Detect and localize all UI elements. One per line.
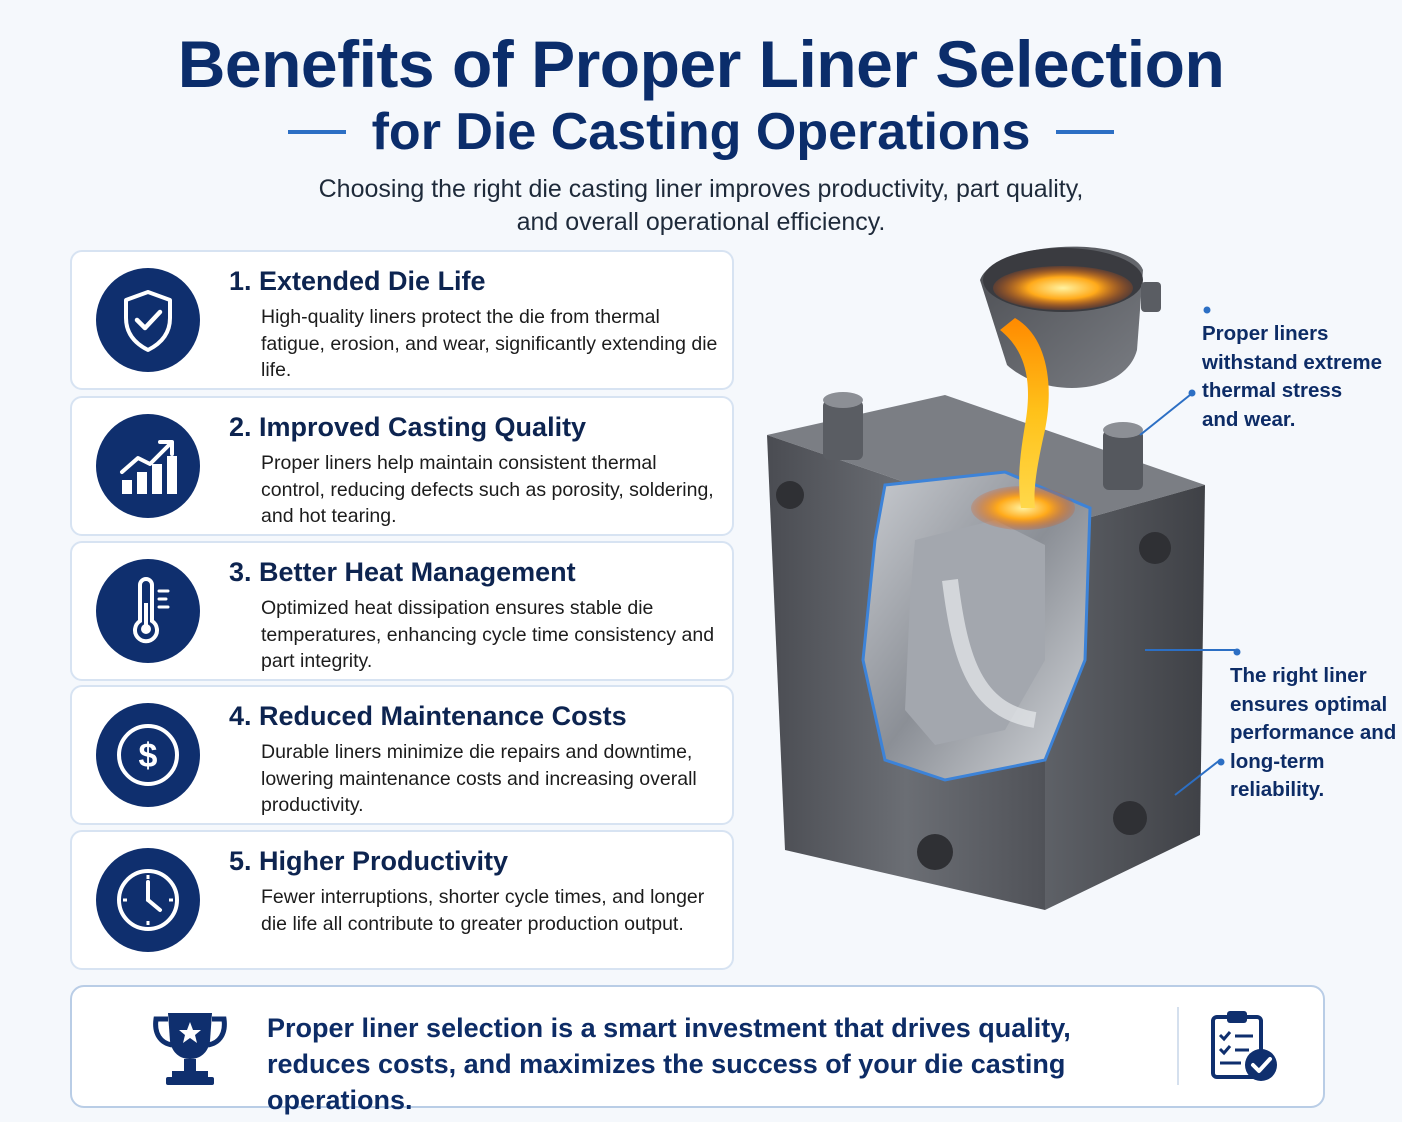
badge-circle bbox=[96, 268, 200, 372]
intro-line-2: and overall operational efficiency. bbox=[516, 208, 886, 236]
summary-line-2: reduces costs, and maximizes the success… bbox=[267, 1049, 1066, 1115]
summary-banner: Proper liner selection is a smart invest… bbox=[70, 985, 1325, 1115]
dollar-coin-icon: $ bbox=[117, 724, 179, 786]
benefit-description: High-quality liners protect the die from… bbox=[261, 306, 718, 381]
footer-divider bbox=[1177, 1007, 1179, 1085]
badge-circle bbox=[96, 414, 200, 518]
shield-check-icon bbox=[124, 290, 172, 352]
page-subtitle: for Die Casting Operations bbox=[371, 103, 1031, 161]
benefit-card-extended-die-life: 1. Extended Die Life High-quality liners… bbox=[70, 250, 734, 390]
benefit-title: 5. Higher Productivity bbox=[229, 846, 509, 876]
badge-circle bbox=[96, 559, 200, 663]
svg-text:$: $ bbox=[139, 737, 158, 775]
intro-text: Choosing the right die casting liner imp… bbox=[0, 173, 1402, 239]
intro-line-1: Choosing the right die casting liner imp… bbox=[318, 175, 1084, 203]
benefit-title: 3. Better Heat Management bbox=[229, 557, 576, 587]
benefit-card-improved-casting-quality: 2. Improved Casting Quality Proper liner… bbox=[70, 396, 734, 536]
page-title: Benefits of Proper Liner Selection bbox=[177, 27, 1225, 101]
benefit-description: Proper liners help maintain consistent t… bbox=[261, 452, 714, 527]
thermometer-icon bbox=[133, 577, 170, 644]
callout-line: Proper liners bbox=[1202, 322, 1329, 345]
callout-line: The right liner bbox=[1230, 664, 1367, 687]
benefit-title: 1. Extended Die Life bbox=[229, 266, 486, 296]
benefit-card-higher-productivity: 5. Higher Productivity Fewer interruptio… bbox=[70, 830, 734, 970]
callout-line: reliability. bbox=[1230, 778, 1325, 801]
die-casting-illustration bbox=[745, 240, 1402, 940]
callout-line: thermal stress bbox=[1202, 379, 1343, 402]
title-decoration-line-right bbox=[1056, 130, 1115, 134]
benefit-card-reduced-maintenance-costs: $ 4. Reduced Maintenance Costs Durable l… bbox=[70, 685, 734, 825]
callout-long-term-reliability: The right liner ensures optimal performa… bbox=[1230, 662, 1396, 805]
benefit-description: Optimized heat dissipation ensures stabl… bbox=[261, 597, 715, 672]
benefit-title: 2. Improved Casting Quality bbox=[229, 412, 587, 442]
benefit-title: 4. Reduced Maintenance Costs bbox=[229, 701, 627, 731]
bar-chart-growth-icon bbox=[120, 440, 177, 494]
summary-text: Proper liner selection is a smart invest… bbox=[267, 1010, 1187, 1118]
benefit-card-better-heat-management: 3. Better Heat Management Optimized heat… bbox=[70, 541, 734, 681]
badge-circle: $ bbox=[96, 703, 200, 807]
callout-line: performance and bbox=[1230, 721, 1397, 744]
trophy-icon bbox=[153, 1013, 227, 1085]
callout-line: long-term bbox=[1230, 749, 1325, 773]
callout-line: withstand extreme bbox=[1202, 350, 1382, 374]
die-mold-illustration bbox=[767, 246, 1241, 910]
benefit-description: Fewer interruptions, shorter cycle times… bbox=[261, 886, 705, 935]
badge-circle bbox=[96, 848, 200, 952]
subtitle-row: for Die Casting Operations bbox=[0, 100, 1402, 164]
callout-line: and wear. bbox=[1202, 407, 1296, 431]
clock-icon bbox=[117, 869, 179, 931]
summary-line-1: Proper liner selection is a smart invest… bbox=[267, 1013, 1071, 1043]
clipboard-check-icon bbox=[1211, 1011, 1277, 1081]
callout-thermal-stress: Proper liners withstand extreme thermal … bbox=[1202, 320, 1382, 434]
callout-line: ensures optimal bbox=[1230, 692, 1388, 716]
title-decoration-line-left bbox=[287, 130, 346, 134]
benefit-description: Durable liners minimize die repairs and … bbox=[261, 741, 697, 816]
